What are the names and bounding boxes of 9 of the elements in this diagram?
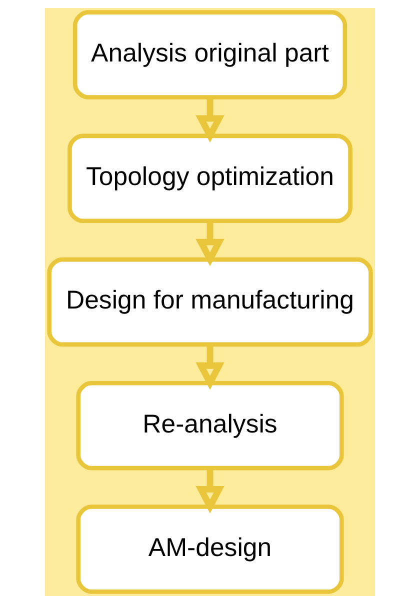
- arrow: [196, 468, 224, 514]
- node-box: AM-design: [76, 504, 344, 594]
- arrow: [196, 344, 224, 390]
- node-box: Re-analysis: [76, 381, 344, 470]
- node-box: Topology optimization: [68, 134, 352, 223]
- node-box: Analysis original part: [72, 10, 348, 100]
- arrow: [196, 220, 224, 266]
- arrow: [196, 97, 224, 143]
- node-box: Design for manufacturing: [47, 257, 373, 347]
